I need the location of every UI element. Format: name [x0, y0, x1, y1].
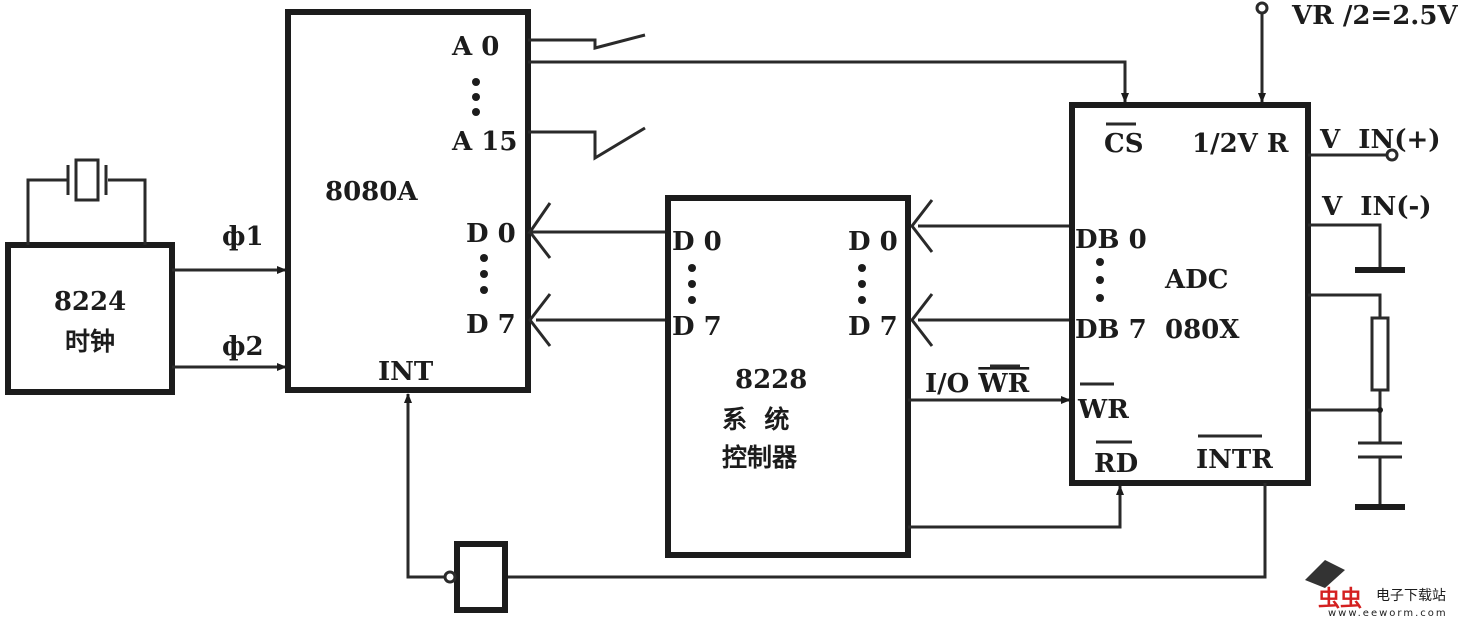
clock-name-label: 时钟	[65, 327, 115, 356]
adc-080x: CS 1/2V R DB 0 DB 7 ADC 080X WR RD INTR	[1069, 102, 1311, 486]
address-bus-a0	[528, 33, 646, 50]
watermark-logo: 虫虫 电子下载站 www.eeworm.com	[1305, 560, 1448, 618]
data-bus-d0-left	[527, 202, 666, 234]
adc-intr-label: INTR	[1196, 445, 1273, 475]
ellipsis-dots	[688, 264, 866, 304]
data-bus-d0-left-arrow	[528, 231, 552, 259]
vin-plus-terminal	[1385, 148, 1399, 162]
adc-cs-label: CS	[1104, 129, 1143, 159]
controller-d0-left: D 0	[672, 227, 722, 257]
controller-d0-right: D 0	[848, 227, 898, 257]
cpu-d0-label: D 0	[466, 219, 516, 249]
resistor-icon	[1370, 316, 1390, 392]
controller-chip-label: 8228	[735, 365, 807, 395]
cpu-8080a: 8080A A 0 A 15 D 0 D 7 INT	[285, 9, 531, 393]
rc-wires	[1308, 293, 1382, 505]
inverter-bubble	[443, 570, 457, 584]
adc-vref-half-label: 1/2V R	[1192, 129, 1289, 159]
data-bus-db7	[910, 293, 1072, 347]
adc-name-line1: ADC	[1164, 265, 1228, 295]
crystal-icon	[26, 158, 147, 245]
cpu-int-label: INT	[378, 357, 434, 387]
address-bus-a15	[528, 126, 646, 161]
rd-wire	[908, 485, 1124, 529]
watermark-url: www.eeworm.com	[1328, 608, 1448, 618]
adc-db7-label: DB 7	[1075, 315, 1147, 345]
cpu-d7-label: D 7	[466, 310, 516, 340]
watermark-brand: 虫虫	[1318, 586, 1362, 612]
ellipsis-dots	[472, 78, 488, 294]
clock-chip-label: 8224	[54, 287, 126, 317]
watermark-site-name: 电子下载站	[1376, 588, 1446, 604]
vref-terminal	[1255, 1, 1269, 15]
ellipsis-dots	[1096, 258, 1104, 302]
vin-minus-wire	[1308, 223, 1382, 268]
adc-name-line2: 080X	[1165, 315, 1240, 345]
cs-wire	[528, 60, 1129, 103]
cpu-a0-label: A 0	[451, 32, 499, 62]
adc-wr-label: WR	[1077, 395, 1129, 425]
intr-wire	[505, 483, 1267, 579]
clock-8224: 8224 时钟	[5, 158, 175, 395]
vin-minus-label: V IN(-)	[1321, 192, 1432, 222]
vin-plus-label: V IN(+)	[1319, 125, 1441, 155]
adc-db0-label: DB 0	[1075, 225, 1147, 255]
vref-label: VR /2=2.5V	[1291, 1, 1458, 31]
io-wr-label: I/O WR	[925, 369, 1030, 399]
cpu-a15-label: A 15	[451, 127, 517, 157]
junction-dot	[1377, 407, 1383, 413]
phi1-label: ф1	[222, 222, 264, 252]
adc-rd-label: RD	[1094, 449, 1138, 479]
controller-name-line2: 控制器	[722, 443, 798, 472]
capacitor-icon	[1358, 441, 1402, 459]
controller-name-line1: 系 统	[722, 405, 789, 434]
data-bus-db0	[910, 199, 1072, 253]
cpu-name-label: 8080A	[325, 177, 418, 207]
controller-d7-left: D 7	[672, 312, 722, 342]
data-bus-d7-left	[528, 293, 666, 347]
system-controller-8228: D 0 D 7 D 0 D 7 8228 系 统 控制器	[665, 195, 911, 558]
controller-d7-right: D 7	[848, 312, 898, 342]
inverter-gate	[454, 541, 508, 613]
int-wire	[404, 393, 445, 579]
phi2-label: ф2	[222, 332, 264, 362]
